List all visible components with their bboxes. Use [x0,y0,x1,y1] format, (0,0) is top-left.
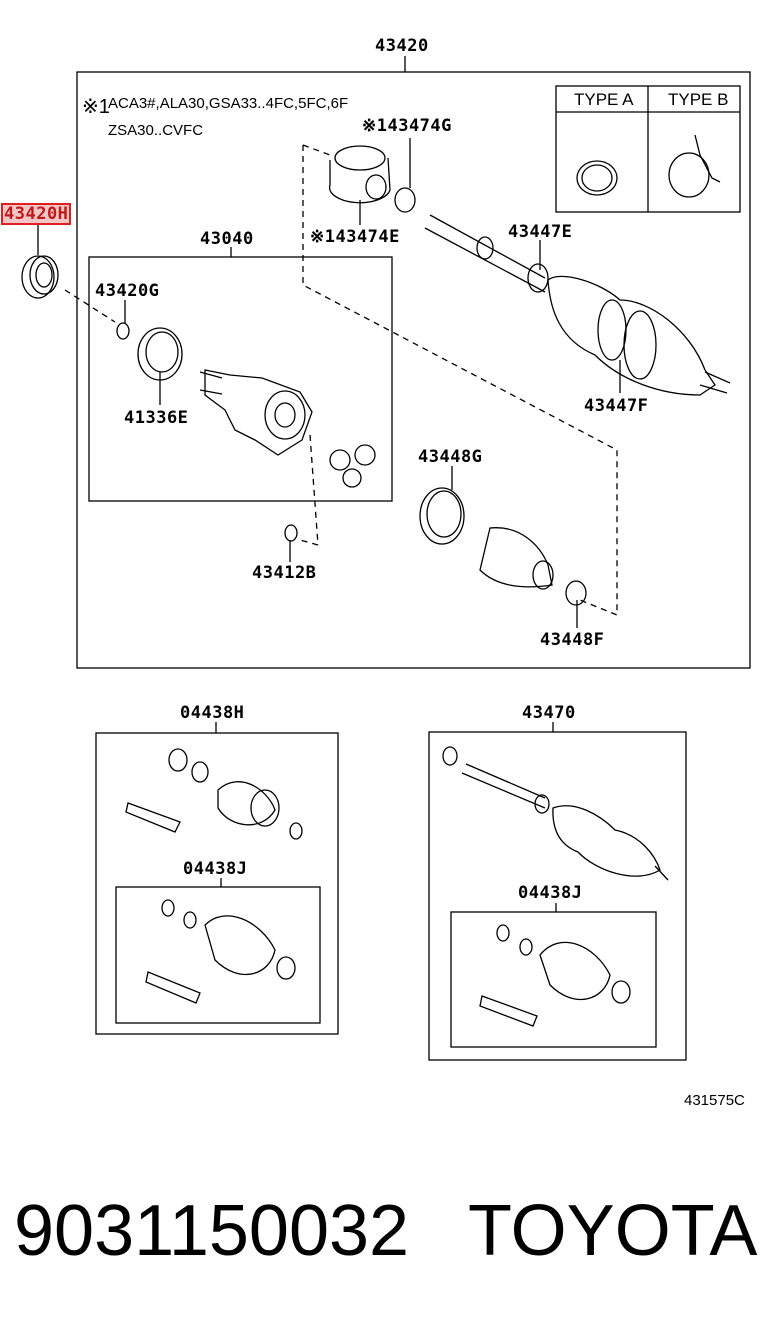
label-43447e[interactable]: 43447E [508,222,573,242]
note-line-2: ZSA30..CVFC [108,122,204,139]
label-04438h[interactable]: 04438H [180,703,245,723]
label-43420h-highlighted[interactable]: 43420H [1,203,72,225]
label-04438j-right[interactable]: 04438J [518,883,583,903]
label-43040[interactable]: 43040 [200,229,254,249]
figure-code: 431575C [684,1092,745,1109]
label-43474e[interactable]: ※143474E [310,227,400,247]
label-43447f[interactable]: 43447F [584,396,649,416]
inner-joint-box [88,256,393,502]
label-43474g[interactable]: ※143474G [362,116,452,136]
kit-04438j-left-box [115,886,321,1024]
label-43448g[interactable]: 43448G [418,447,483,467]
brand-name: TOYOTA [468,1191,758,1271]
main-frame [76,71,751,669]
label-43420g[interactable]: 43420G [95,281,160,301]
label-43470[interactable]: 43470 [522,703,576,723]
kit-04438h-box [95,732,339,1035]
label-43420[interactable]: 43420 [375,36,429,56]
note-line-1: ACA3#,ALA30,GSA33..4FC,5FC,6F [108,95,349,112]
label-43412b[interactable]: 43412B [252,563,317,583]
note-marker: ※1 [82,96,110,118]
kit-43470-box [428,731,687,1061]
type-b-header: TYPE B [668,90,729,109]
kit-04438j-right-box [450,911,657,1048]
label-41336e[interactable]: 41336E [124,408,189,428]
label-43448f[interactable]: 43448F [540,630,605,650]
label-04438j-left[interactable]: 04438J [183,859,248,879]
part-number: 9031150032 [14,1191,410,1271]
type-a-header: TYPE A [574,90,634,109]
